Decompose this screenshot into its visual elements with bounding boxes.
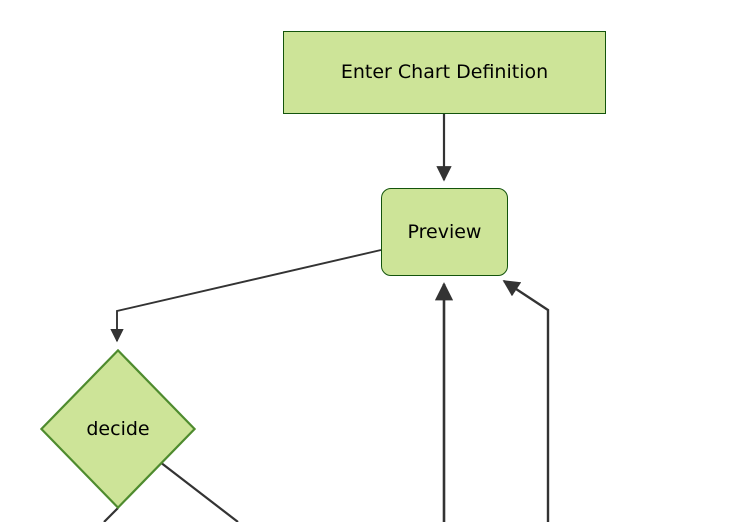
node-enter-chart-definition[interactable]: Enter Chart Definition — [283, 31, 606, 114]
edge-preview-to-decide — [110, 249, 382, 343]
edge-return-right-to-preview — [502, 279, 550, 522]
node-preview-label: Preview — [407, 220, 482, 243]
edge-decide-out-left — [103, 507, 119, 522]
edge-decide-out-right — [159, 461, 239, 522]
node-enter-chart-definition-label: Enter Chart Definition — [340, 61, 549, 84]
diamond-shape-icon — [40, 349, 196, 509]
node-decide[interactable]: decide — [40, 349, 196, 509]
node-preview[interactable]: Preview — [381, 188, 508, 276]
